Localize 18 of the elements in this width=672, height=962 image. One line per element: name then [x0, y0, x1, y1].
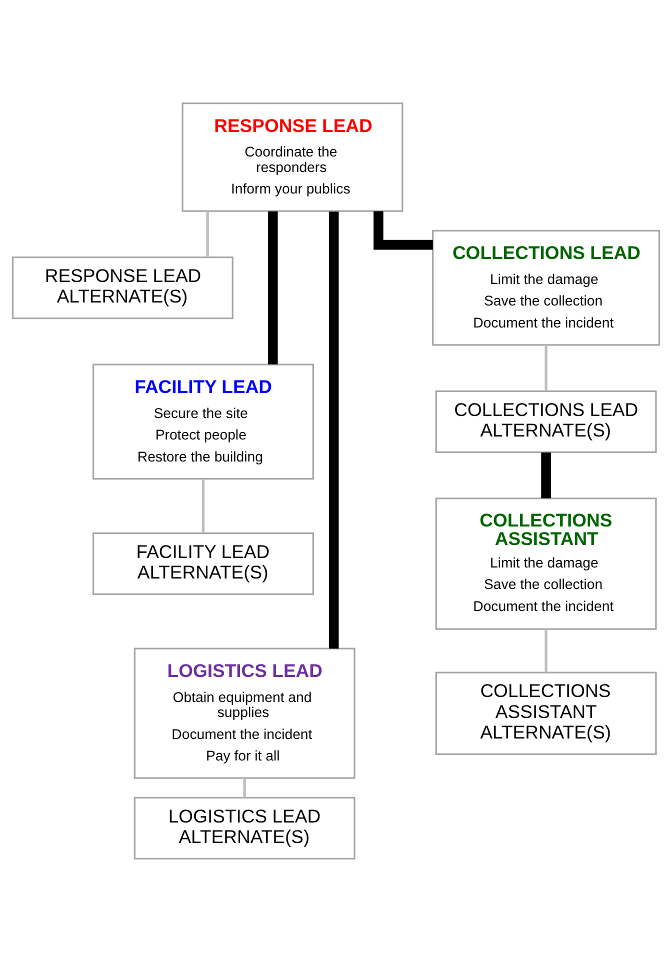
node-box: LOGISTICS LEAD ALTERNATE(S): [134, 796, 356, 860]
node-box: COLLECTIONS ASSISTANT ALTERNATE(S): [435, 672, 657, 755]
connector: [544, 629, 548, 672]
connector: [328, 212, 339, 649]
node-box: COLLECTIONS ASSISTANT Limit the damage Save the collection Document the incident: [435, 498, 657, 630]
connector: [202, 479, 205, 534]
connector: [206, 211, 209, 258]
node-box: LOGISTICS LEAD Obtain equipment and supplies Document the incident Pay for it all: [134, 648, 356, 779]
node-box: FACILITY LEAD ALTERNATE(S): [92, 532, 314, 595]
node-box: RESPONSE LEAD Coordinate the responders Inform your publics: [182, 102, 404, 212]
node-box: RESPONSE LEAD ALTERNATE(S): [12, 256, 234, 320]
node-box: FACILITY LEAD Secure the site Protect people Restore the building: [92, 364, 314, 480]
node-box: COLLECTIONS LEAD Limit the damage Save the collection Document the incident: [432, 230, 660, 346]
connector: [544, 344, 548, 391]
connector: [541, 452, 551, 498]
connector: [243, 778, 246, 798]
node-box: COLLECTIONS LEAD ALTERNATE(S): [435, 390, 657, 453]
connector: [268, 211, 278, 364]
